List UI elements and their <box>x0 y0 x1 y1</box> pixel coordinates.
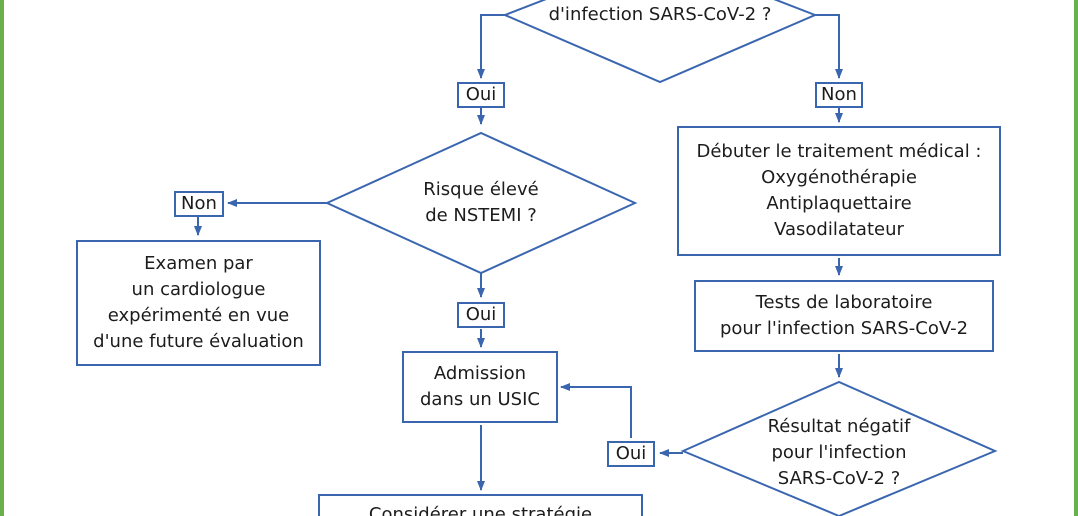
treatment-line: Oxygénothérapie <box>761 167 917 188</box>
connector-top-to-non <box>815 14 843 79</box>
label-non-mid: Non <box>174 191 224 217</box>
label-oui-bottom: Oui <box>607 441 655 467</box>
connector-top-to-oui <box>477 14 505 79</box>
label-oui-top: Oui <box>457 82 505 108</box>
strategy-line: Considérer une stratégie <box>368 504 593 516</box>
admission-line: Admission <box>433 363 527 384</box>
strategy-box: Considérer une stratégie <box>318 494 643 516</box>
exam-box: Examen par un cardiologue expérimenté en… <box>76 240 321 366</box>
connector-oui-to-admission-return <box>560 383 632 438</box>
exam-line: d'une future évaluation <box>93 331 304 352</box>
result-decision-line: SARS-CoV-2 ? <box>777 468 901 489</box>
result-decision-diamond <box>680 380 998 516</box>
treatment-line: Vasodilatateur <box>774 219 904 240</box>
lab-line: Tests de laboratoire <box>755 292 933 313</box>
lab-box: Tests de laboratoire pour l'infection SA… <box>694 280 994 352</box>
treatment-box: Débuter le traitement médical : Oxygénot… <box>677 126 1001 256</box>
exam-line: Examen par <box>144 253 253 274</box>
risk-decision-line: Risque élevé <box>423 179 539 200</box>
risk-decision-diamond <box>324 131 638 275</box>
exam-line: un cardiologue <box>131 279 266 300</box>
treatment-line: Débuter le traitement médical : <box>696 141 982 162</box>
top-decision-text: d'infection SARS-CoV-2 ? <box>520 2 800 28</box>
label-oui-mid: Oui <box>457 302 505 328</box>
top-decision-label: d'infection SARS-CoV-2 ? <box>548 4 772 25</box>
exam-line: expérimenté en vue <box>107 305 290 326</box>
admission-box: Admission dans un USIC <box>402 351 558 423</box>
lab-line: pour l'infection SARS-CoV-2 <box>719 318 969 339</box>
treatment-line: Antiplaquettaire <box>766 193 912 214</box>
risk-decision-line: de NSTEMI ? <box>425 205 537 226</box>
admission-line: dans un USIC <box>420 389 540 410</box>
risk-decision-text: Risque élevé de NSTEMI ? <box>391 177 571 229</box>
result-decision-line: Résultat négatif <box>767 416 911 437</box>
label-non-top: Non <box>815 82 863 108</box>
result-decision-line: pour l'infection <box>771 442 907 463</box>
result-decision-text: Résultat négatif pour l'infection SARS-C… <box>749 414 929 492</box>
